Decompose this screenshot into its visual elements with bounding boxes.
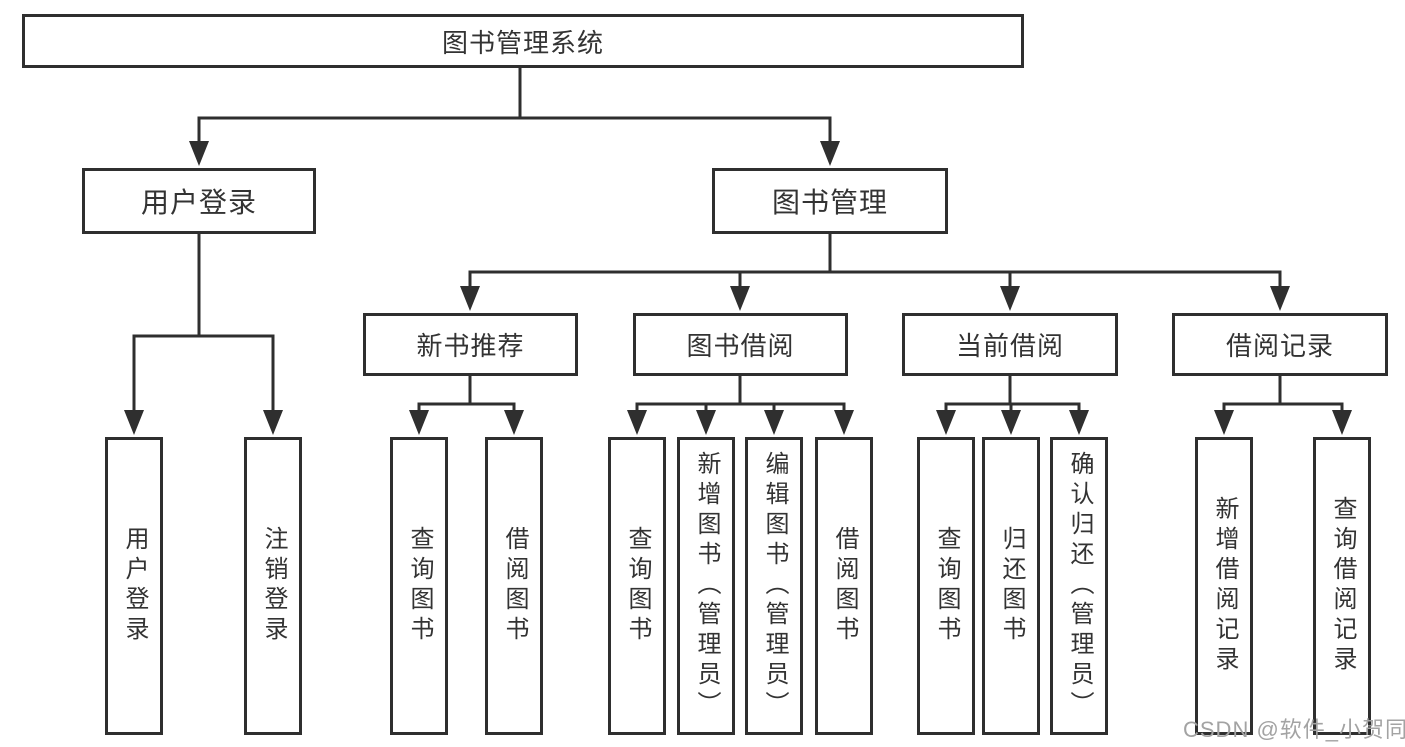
leaf-edit-book-admin-label: 编辑图书（管理员）: [761, 451, 788, 721]
leaf-confirm-return-admin: 确认归还（管理员）: [1050, 437, 1108, 735]
leaf-borrow-books: 借阅图书: [815, 437, 873, 735]
leaf-add-book-admin-label: 新增图书（管理员）: [693, 451, 720, 721]
leaf-logout: 注销登录: [244, 437, 302, 735]
leaf-query-books-recommend: 查询图书: [390, 437, 448, 735]
node-book-management-label: 图书管理: [771, 187, 888, 218]
connector-user-login-to-leaves: [132, 232, 275, 415]
node-root: 图书管理系统: [22, 14, 1024, 68]
arrow-down-icon: [189, 141, 209, 166]
arrow-down-icon: [409, 410, 429, 435]
arrow-down-icon: [936, 410, 956, 435]
node-user-login: 用户登录: [82, 168, 316, 234]
arrow-down-icon: [730, 286, 750, 311]
arrow-down-icon: [696, 410, 716, 435]
connector-book-borrow-to-leaves: [635, 374, 846, 415]
arrow-down-icon: [263, 410, 283, 435]
leaf-add-borrow-record-label: 新增借阅记录: [1211, 496, 1238, 676]
arrow-down-icon: [124, 410, 144, 435]
leaf-query-books-borrow-label: 查询图书: [624, 526, 651, 646]
arrow-down-icon: [460, 286, 480, 311]
leaf-query-borrow-record: 查询借阅记录: [1313, 437, 1371, 735]
arrow-down-icon: [627, 410, 647, 435]
leaf-query-books-current: 查询图书: [917, 437, 975, 735]
node-user-login-label: 用户登录: [140, 187, 257, 218]
arrow-down-icon: [764, 410, 784, 435]
node-new-book-recommend: 新书推荐: [363, 313, 578, 376]
leaf-logout-label: 注销登录: [260, 526, 287, 646]
leaf-borrow-books-recommend: 借阅图书: [485, 437, 543, 735]
leaf-query-books-recommend-label: 查询图书: [406, 526, 433, 646]
leaf-confirm-return-admin-label: 确认归还（管理员）: [1066, 451, 1093, 721]
watermark-text: CSDN @软件_小贺同学: [1183, 717, 1405, 742]
leaf-return-book-label: 归还图书: [998, 526, 1025, 646]
leaf-return-book: 归还图书: [982, 437, 1040, 735]
leaf-query-books-current-label: 查询图书: [933, 526, 960, 646]
leaf-edit-book-admin: 编辑图书（管理员）: [745, 437, 803, 735]
connector-new-book-to-leaves: [417, 374, 516, 415]
arrow-down-icon: [1214, 410, 1234, 435]
node-root-label: 图书管理系统: [441, 27, 604, 58]
arrow-down-icon: [1332, 410, 1352, 435]
connector-borrow-records-to-leaves: [1222, 374, 1344, 415]
node-current-borrow-label: 当前借阅: [955, 331, 1064, 361]
connector-root-to-level2: [197, 64, 832, 146]
leaf-query-books-borrow: 查询图书: [608, 437, 666, 735]
node-borrow-records-label: 借阅记录: [1225, 331, 1334, 361]
connector-current-borrow-to-leaves: [944, 374, 1081, 415]
arrow-down-icon: [1270, 286, 1290, 311]
node-current-borrow: 当前借阅: [902, 313, 1118, 376]
arrow-down-icon: [834, 410, 854, 435]
node-book-management: 图书管理: [712, 168, 948, 234]
node-borrow-records: 借阅记录: [1172, 313, 1388, 376]
arrow-down-icon: [1001, 410, 1021, 435]
leaf-user-login-label: 用户登录: [121, 526, 148, 646]
arrow-down-icon: [504, 410, 524, 435]
arrow-down-icon: [820, 141, 840, 166]
node-book-borrow: 图书借阅: [633, 313, 848, 376]
arrow-down-icon: [1069, 410, 1089, 435]
leaf-borrow-books-recommend-label: 借阅图书: [501, 526, 528, 646]
leaf-add-borrow-record: 新增借阅记录: [1195, 437, 1253, 735]
arrowheads: [124, 141, 1352, 435]
leaf-user-login: 用户登录: [105, 437, 163, 735]
leaf-borrow-books-label: 借阅图书: [831, 526, 858, 646]
node-book-borrow-label: 图书借阅: [686, 331, 795, 361]
leaf-query-borrow-record-label: 查询借阅记录: [1329, 496, 1356, 676]
arrow-down-icon: [1000, 286, 1020, 311]
connector-book-mgmt-to-modules: [468, 232, 1282, 291]
node-new-book-recommend-label: 新书推荐: [416, 331, 525, 361]
leaf-add-book-admin: 新增图书（管理员）: [677, 437, 735, 735]
